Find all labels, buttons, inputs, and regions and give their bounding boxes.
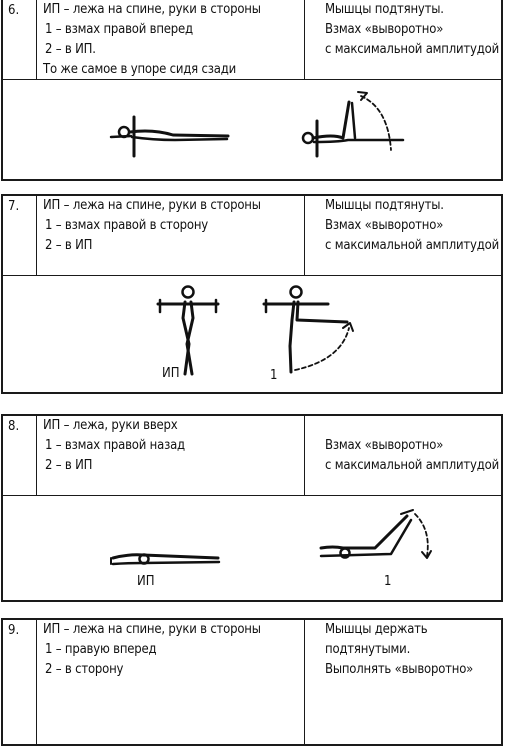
exercise-9: 9. ИП – лежа на спине, руки в стороны 1 … [1,618,503,746]
exercise-note: Мышцы подтянуты. Взмах «выворотно» с мак… [325,2,499,57]
exercise-note: Мышцы держать подтянутыми. Выполнять «вы… [325,622,474,677]
stick-figure-illustration [110,509,432,566]
exercise-number: 6. [3,0,37,79]
exercise-description: ИП – лежа на спине, руки в стороны 1 – п… [37,620,305,746]
exercise-figure: ИП 1 [3,496,501,600]
figure-label-start: ИП [162,366,180,381]
stick-figure-illustration [109,91,405,158]
exercise-number: 7. [3,196,37,275]
exercise-description: ИП – лежа, руки вверх 1 – взмах правой н… [37,416,305,495]
exercise-description: ИП – лежа на спине, руки в стороны 1 – в… [37,196,305,275]
exercise-figure [3,80,501,179]
exercise-6: 6. ИП – лежа на спине, руки в стороны 1 … [1,0,503,181]
exercise-note: Взмах «выворотно» с максимальной амплиту… [325,438,499,473]
figure-label-step: 1 [384,574,392,589]
figure-label-step: 1 [270,368,278,383]
exercise-7: 7. ИП – лежа на спине, руки в стороны 1 … [1,194,503,394]
exercise-figure: ИП 1 [3,276,501,392]
exercise-8: 8. ИП – лежа, руки вверх 1 – взмах право… [1,414,503,602]
figure-label-start: ИП [137,574,155,589]
exercise-number: 9. [3,620,37,746]
exercise-note: Мышцы подтянуты. Взмах «выворотно» с мак… [325,198,499,253]
exercise-number: 8. [3,416,37,495]
stick-figure-illustration [156,285,354,376]
exercise-description: ИП – лежа на спине, руки в стороны 1 – в… [37,0,305,79]
